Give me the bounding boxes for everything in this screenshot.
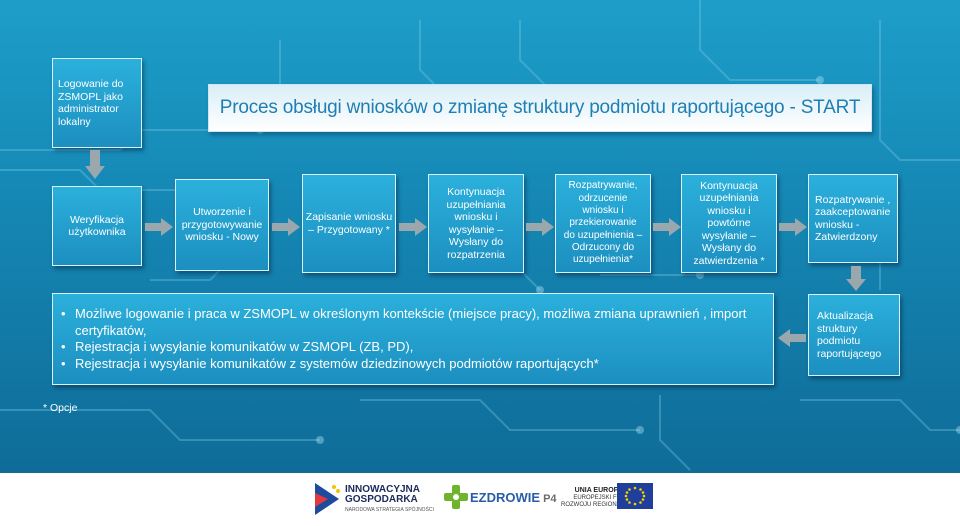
arrow-right-icon xyxy=(779,218,807,236)
step-box-5: Rozpatrywanie, odrzucenie wniosku i prze… xyxy=(555,174,651,273)
innowacyjna-gospodarka-text: INNOWACYJNA GOSPODARKA NARODOWA STRATEGI… xyxy=(345,485,434,515)
ezdrowie-cross-icon xyxy=(444,485,468,509)
logo-text-line: ROZWOJU REGIONALNEGO xyxy=(561,502,642,508)
step-text-2: Utworzenie i przygotowywanie wniosku - N… xyxy=(181,206,263,244)
update-structure-box: Aktualizacja struktury podmiotu raportuj… xyxy=(808,294,900,376)
step-text-7: Rozpatrywanie , zaakceptowanie wniosku -… xyxy=(815,193,891,244)
logo-text-line: EUROPEJSKI FUNDUSZ xyxy=(573,494,642,501)
page-title: Proces obsługi wniosków o zmianę struktu… xyxy=(219,97,861,118)
title-bar: Proces obsługi wniosków o zmianę struktu… xyxy=(208,84,872,132)
login-box-text: Logowanie do ZSMOPL jako administrator l… xyxy=(58,78,124,128)
step-text-5: Rozpatrywanie, odrzucenie wniosku i prze… xyxy=(563,180,643,266)
logo-text-line: P4 xyxy=(543,493,557,505)
list-item: Rejestracja i wysyłanie komunikatów w ZS… xyxy=(61,339,759,356)
footnote: * Opcje xyxy=(43,402,78,414)
step-text-4: Kontynuacja uzupełniania wniosku i wysył… xyxy=(446,186,506,261)
arrow-left-icon xyxy=(778,329,806,347)
innowacyjna-gospodarka-logo-icon xyxy=(315,483,340,515)
arrow-right-icon xyxy=(272,218,300,236)
eu-text: UNIA EUROPEJSKA EUROPEJSKI FUNDUSZ ROZWO… xyxy=(561,487,642,510)
diagram-stage: Logowanie do ZSMOPL jako administrator l… xyxy=(0,0,960,473)
update-structure-text: Aktualizacja struktury podmiotu raportuj… xyxy=(817,310,882,360)
capabilities-box: Możliwe logowanie i praca w ZSMOPL w okr… xyxy=(52,293,774,385)
arrow-down-icon xyxy=(846,266,866,291)
step-box-7: Rozpatrywanie , zaakceptowanie wniosku -… xyxy=(808,174,898,263)
step-box-6: Kontynuacja uzupełniania wniosku i powtó… xyxy=(681,174,777,273)
arrow-down-icon xyxy=(85,150,105,179)
logo-text-line: EZDROWIE xyxy=(470,490,541,505)
eu-flag-icon xyxy=(617,483,653,509)
list-item: Możliwe logowanie i praca w ZSMOPL w okr… xyxy=(61,306,759,339)
logo-text-line: UNIA EUROPEJSKA xyxy=(574,487,642,494)
step-text-3: Zapisanie wniosku – Przygotowany * xyxy=(305,211,393,236)
step-text-6: Kontynuacja uzupełniania wniosku i powtó… xyxy=(693,179,765,267)
step-box-2: Utworzenie i przygotowywanie wniosku - N… xyxy=(175,179,269,271)
logo-text-line: NARODOWA STRATEGIA SPÓJNOŚCI xyxy=(345,507,434,513)
step-text-1: Weryfikacja użytkownika xyxy=(68,213,126,239)
arrow-right-icon xyxy=(145,218,173,236)
logos-footer: INNOWACYJNA GOSPODARKA NARODOWA STRATEGI… xyxy=(0,473,960,526)
arrow-right-icon xyxy=(399,218,427,236)
arrow-right-icon xyxy=(653,218,681,236)
arrow-right-icon xyxy=(526,218,554,236)
step-box-4: Kontynuacja uzupełniania wniosku i wysył… xyxy=(428,174,524,273)
capabilities-list: Możliwe logowanie i praca w ZSMOPL w okr… xyxy=(61,306,759,372)
logo-text-line: GOSPODARKA xyxy=(345,494,418,505)
step-box-1: Weryfikacja użytkownika xyxy=(52,186,142,266)
list-item: Rejestracja i wysyłanie komunikatów z sy… xyxy=(61,356,759,373)
login-box: Logowanie do ZSMOPL jako administrator l… xyxy=(52,58,142,148)
logo-text-line: INNOWACYJNA xyxy=(345,484,421,495)
step-box-3: Zapisanie wniosku – Przygotowany * xyxy=(302,174,396,273)
